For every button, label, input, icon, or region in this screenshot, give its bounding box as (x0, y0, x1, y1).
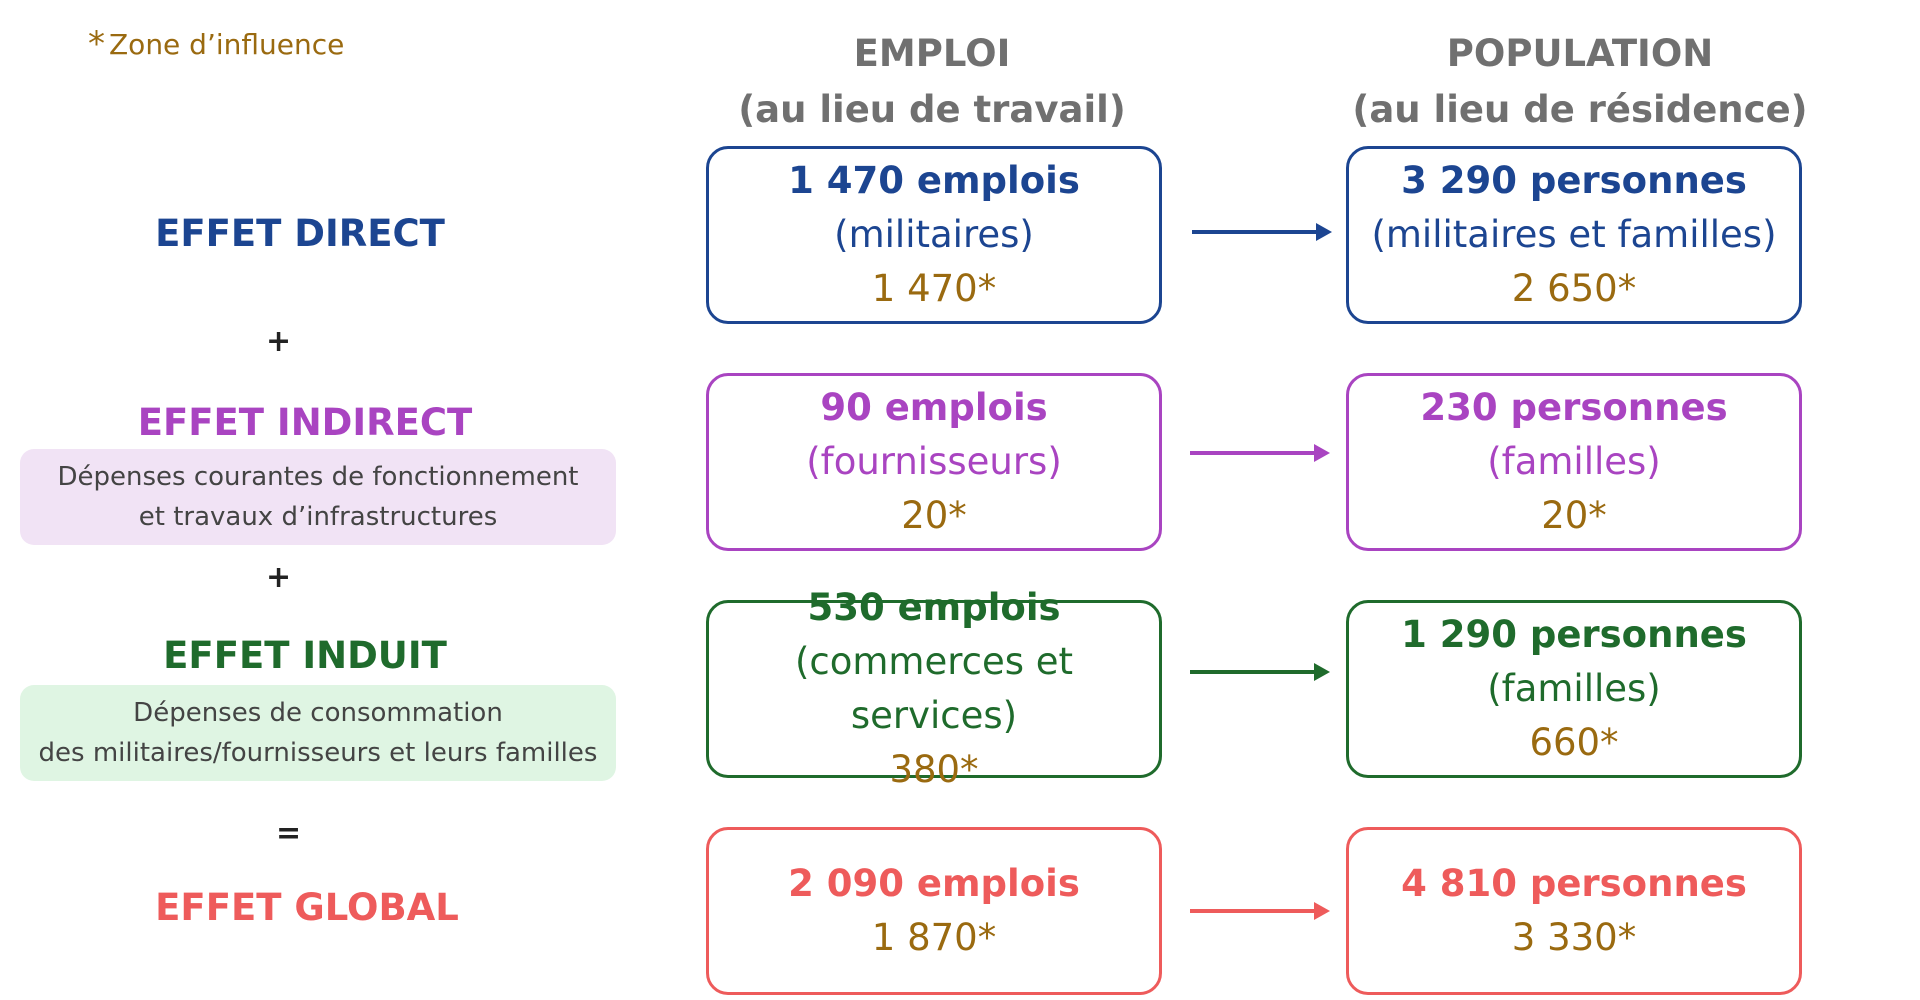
direct-population-zone: 2 650* (1511, 267, 1637, 310)
induit-emploi-value: 530 emplois (807, 586, 1061, 629)
induit-population-value: 1 290 personnes (1401, 613, 1747, 656)
effect-indirect-label: EFFET INDIRECT (137, 401, 473, 444)
direct-population-detail: (militaires et familles) (1371, 213, 1777, 256)
effect-global-label: EFFET GLOBAL (155, 886, 459, 929)
induit-emploi-box: 530 emplois (commerces et services) 380* (706, 586, 1162, 791)
population-subtitle: (au lieu de résidence) (1352, 88, 1808, 131)
legend: *Zone d’influence (88, 24, 345, 68)
global-arrow-icon (1190, 902, 1330, 920)
induit-description-pill: Dépenses de consommation des militaires/… (20, 685, 616, 781)
induit-emploi-detail: (commerces et services) (794, 640, 1074, 737)
induit-population-box: 1 290 personnes (familles) 660* (1346, 600, 1802, 778)
column-header-population: POPULATION (au lieu de résidence) (1320, 26, 1840, 138)
plus-operator-2: + (266, 560, 292, 595)
global-emploi-zone: 1 870* (871, 916, 997, 959)
effect-direct-label: EFFET DIRECT (155, 212, 445, 255)
induit-population-zone: 660* (1529, 721, 1619, 764)
direct-emploi-box: 1 470 emplois (militaires) 1 470* (706, 146, 1162, 324)
global-population-value: 4 810 personnes (1401, 862, 1747, 905)
global-population-box: 4 810 personnes 3 330* (1346, 827, 1802, 995)
indirect-population-detail: (familles) (1487, 440, 1661, 483)
indirect-description-line2: et travaux d’infrastructures (138, 502, 498, 532)
induit-emploi-zone: 380* (889, 748, 979, 791)
direct-population-box: 3 290 personnes (militaires et familles)… (1346, 146, 1802, 324)
indirect-population-value: 230 personnes (1420, 386, 1728, 429)
direct-emploi-value: 1 470 emplois (788, 159, 1080, 202)
induit-description-line2: des militaires/fournisseurs et leurs fam… (38, 738, 598, 768)
indirect-emploi-zone: 20* (901, 494, 967, 537)
direct-arrow-icon (1192, 223, 1332, 241)
indirect-emploi-box: 90 emplois (fournisseurs) 20* (706, 373, 1162, 551)
indirect-description-pill: Dépenses courantes de fonctionnement et … (20, 449, 616, 545)
indirect-emploi-detail: (fournisseurs) (806, 440, 1062, 483)
direct-emploi-detail: (militaires) (834, 213, 1034, 256)
direct-emploi-zone: 1 470* (871, 267, 997, 310)
indirect-population-box: 230 personnes (familles) 20* (1346, 373, 1802, 551)
column-header-emploi: EMPLOI (au lieu de travail) (672, 26, 1192, 138)
induit-population-detail: (familles) (1487, 667, 1661, 710)
indirect-description-line1: Dépenses courantes de fonctionnement (57, 462, 579, 492)
population-title: POPULATION (1446, 32, 1714, 75)
indirect-population-zone: 20* (1541, 494, 1607, 537)
plus-operator-1: + (266, 324, 292, 359)
legend-text: Zone d’influence (109, 28, 345, 61)
direct-population-value: 3 290 personnes (1401, 159, 1747, 202)
equals-operator: = (276, 816, 302, 851)
global-emploi-box: 2 090 emplois 1 870* (706, 827, 1162, 995)
legend-star: * (88, 24, 105, 64)
induit-description-line1: Dépenses de consommation (133, 698, 503, 728)
induit-arrow-icon (1190, 663, 1330, 681)
global-emploi-value: 2 090 emplois (788, 862, 1080, 905)
effect-induit-label: EFFET INDUIT (163, 634, 447, 677)
indirect-emploi-value: 90 emplois (820, 386, 1048, 429)
global-population-zone: 3 330* (1511, 916, 1637, 959)
emploi-title: EMPLOI (853, 32, 1011, 75)
emploi-subtitle: (au lieu de travail) (738, 88, 1126, 131)
indirect-arrow-icon (1190, 444, 1330, 462)
